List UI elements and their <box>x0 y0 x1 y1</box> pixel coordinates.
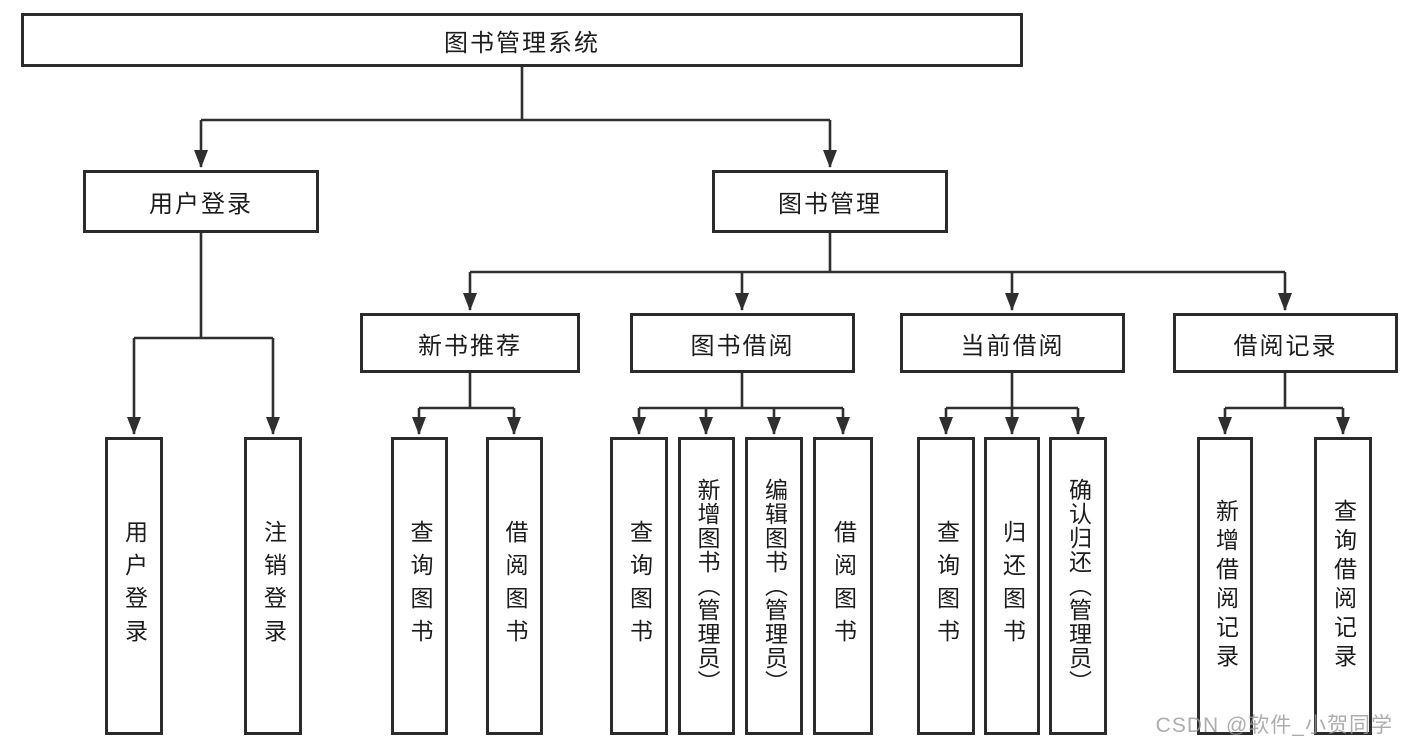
leaf-logout: 注销登录 <box>244 437 302 735</box>
leaf-borrow-books-1: 借阅图书 <box>486 437 543 735</box>
node-label: 借阅图书 <box>830 520 857 652</box>
node-label: 新增借阅记录 <box>1212 499 1239 673</box>
node-user-login: 用户登录 <box>83 170 319 233</box>
leaf-return-books: 归还图书 <box>984 437 1040 735</box>
node-label: 图书管理 <box>778 191 882 218</box>
node-borrowing-records: 借阅记录 <box>1173 313 1398 373</box>
connector-rails <box>134 67 1343 410</box>
node-label: 新书推荐 <box>418 332 522 360</box>
leaf-query-books-2: 查询图书 <box>610 437 668 735</box>
leaf-query-borrow-record: 查询借阅记录 <box>1314 437 1372 735</box>
node-label: 新增图书（管理员） <box>694 478 720 694</box>
node-label: 查询借阅记录 <box>1330 499 1357 673</box>
leaf-query-books-1: 查询图书 <box>391 437 448 735</box>
node-new-book-recommend: 新书推荐 <box>360 313 580 373</box>
leaf-borrow-books-2: 借阅图书 <box>813 437 873 735</box>
node-label: 图书借阅 <box>690 332 795 360</box>
node-label: 查询图书 <box>407 520 433 652</box>
node-label: 查询图书 <box>933 520 960 652</box>
node-label: 注销登录 <box>260 520 287 652</box>
node-label: 图书管理系统 <box>444 29 600 57</box>
node-book-borrowing: 图书借阅 <box>630 313 855 373</box>
leaf-confirm-return-admin: 确认归还（管理员） <box>1049 437 1107 735</box>
node-label: 用户登录 <box>149 191 253 218</box>
leaf-add-books-admin: 新增图书（管理员） <box>678 437 735 735</box>
leaf-user-login: 用户登录 <box>105 437 163 735</box>
csdn-watermark: CSDN @软件_小贺同学 <box>1155 714 1393 737</box>
node-label: 借阅记录 <box>1233 332 1338 360</box>
leaf-query-books-3: 查询图书 <box>917 437 975 735</box>
node-label: 借阅图书 <box>502 520 528 652</box>
node-label: 当前借阅 <box>960 332 1065 360</box>
node-label: 确认归还（管理员） <box>1065 478 1092 694</box>
node-label: 查询图书 <box>626 520 653 652</box>
node-system-root: 图书管理系统 <box>21 13 1023 67</box>
node-current-borrowing: 当前借阅 <box>900 313 1125 373</box>
node-book-management: 图书管理 <box>712 170 948 233</box>
leaf-add-borrow-record: 新增借阅记录 <box>1197 437 1253 735</box>
node-label: 用户登录 <box>121 520 148 652</box>
node-label: 归还图书 <box>999 520 1026 652</box>
node-label: 编辑图书（管理员） <box>761 478 788 694</box>
leaf-edit-books-admin: 编辑图书（管理员） <box>745 437 803 735</box>
